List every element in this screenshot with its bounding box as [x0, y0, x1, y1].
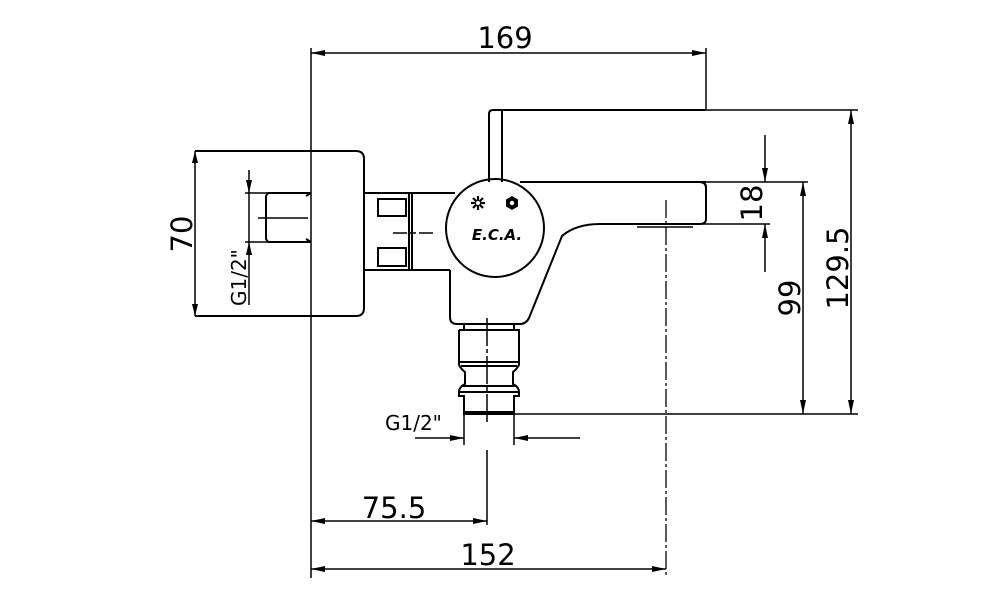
- brand-logo: E.C.A.: [472, 226, 522, 244]
- dim-18-label: 18: [735, 185, 769, 222]
- dim-99-arrow-bottom: [800, 400, 806, 414]
- dim-99-label: 99: [773, 280, 807, 317]
- dim-152-arrow-right: [652, 566, 666, 572]
- inlet-fitting: [458, 324, 520, 415]
- spout: [699, 181, 707, 225]
- connector-slot-bottom: [377, 247, 407, 267]
- dim-152-label: 152: [460, 538, 515, 572]
- hex-nut-icon: [506, 196, 518, 210]
- dim-bottom-thread-arrow-right: [514, 435, 528, 441]
- connector-nut: [364, 192, 413, 271]
- dim-70-arrow-bottom: [192, 304, 198, 316]
- snowflake-icon: [471, 196, 485, 210]
- dim-152-arrow-left: [311, 566, 325, 572]
- dim-169-arrow-left: [311, 50, 325, 56]
- dim-left-thread-label: G1/2": [227, 249, 251, 306]
- dim-129-5-arrow-top: [848, 110, 854, 124]
- dim-129-5-arrow-bottom: [848, 400, 854, 414]
- dim-75-5-arrow-right: [473, 518, 487, 524]
- lever-handle: [488, 109, 707, 189]
- dim-169-arrow-right: [692, 50, 706, 56]
- dim-bottom-thread-arrow-left: [450, 435, 464, 441]
- dim-75-5-label: 75.5: [362, 491, 427, 525]
- dim-70-label: 70: [165, 216, 199, 253]
- dim-left-thread-arrow-bottom: [246, 242, 252, 255]
- wall-flange: [195, 150, 365, 317]
- connector-slot-top: [377, 198, 407, 217]
- dim-left-thread-arrow-top: [246, 180, 252, 193]
- dim-bottom-thread-label: G1/2": [385, 411, 442, 435]
- dim-129-5-label: 129.5: [821, 226, 855, 309]
- dim-75-5-arrow-left: [311, 518, 325, 524]
- dim-18-arrow-bottom: [762, 224, 768, 238]
- dim-18-arrow-top: [762, 168, 768, 182]
- dim-99-arrow-top: [800, 182, 806, 196]
- dim-70-arrow-top: [192, 151, 198, 163]
- valve-dial: [445, 178, 545, 278]
- valve-body-outline: [412, 192, 700, 325]
- dim-169-label: 169: [477, 21, 532, 55]
